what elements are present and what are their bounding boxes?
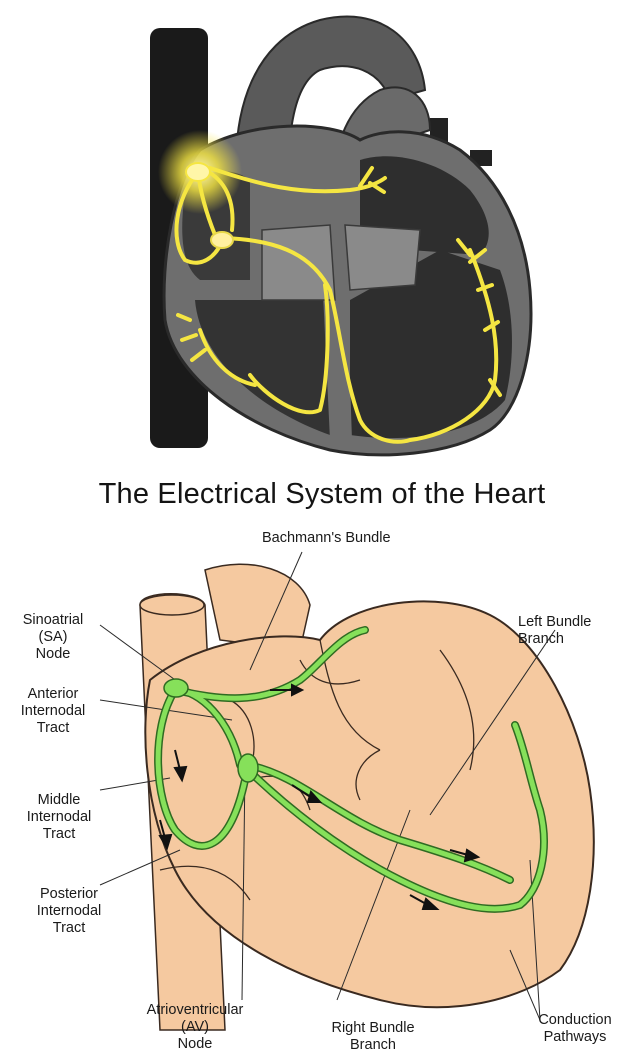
label-sa-node: Sinoatrial(SA)Node: [22, 612, 84, 662]
yellow-conduction-pathways: [174, 166, 502, 444]
av-node-green: [237, 753, 259, 783]
right-ventricle: [195, 300, 330, 435]
dark-heart-illustration: [150, 15, 533, 457]
sa-node-green: [163, 678, 189, 698]
diagram-title: The Electrical System of the Heart: [98, 478, 546, 510]
left-ventricle: [350, 250, 512, 439]
label-bachmanns-bundle: Bachmann's Bundle: [262, 530, 391, 546]
label-av-node: Atrioventricular(AV)Node: [146, 1002, 244, 1052]
av-node: [210, 231, 234, 249]
sa-node: [185, 162, 211, 182]
conduction-arrows: [158, 683, 481, 910]
peach-heart-illustration: [99, 551, 595, 1031]
